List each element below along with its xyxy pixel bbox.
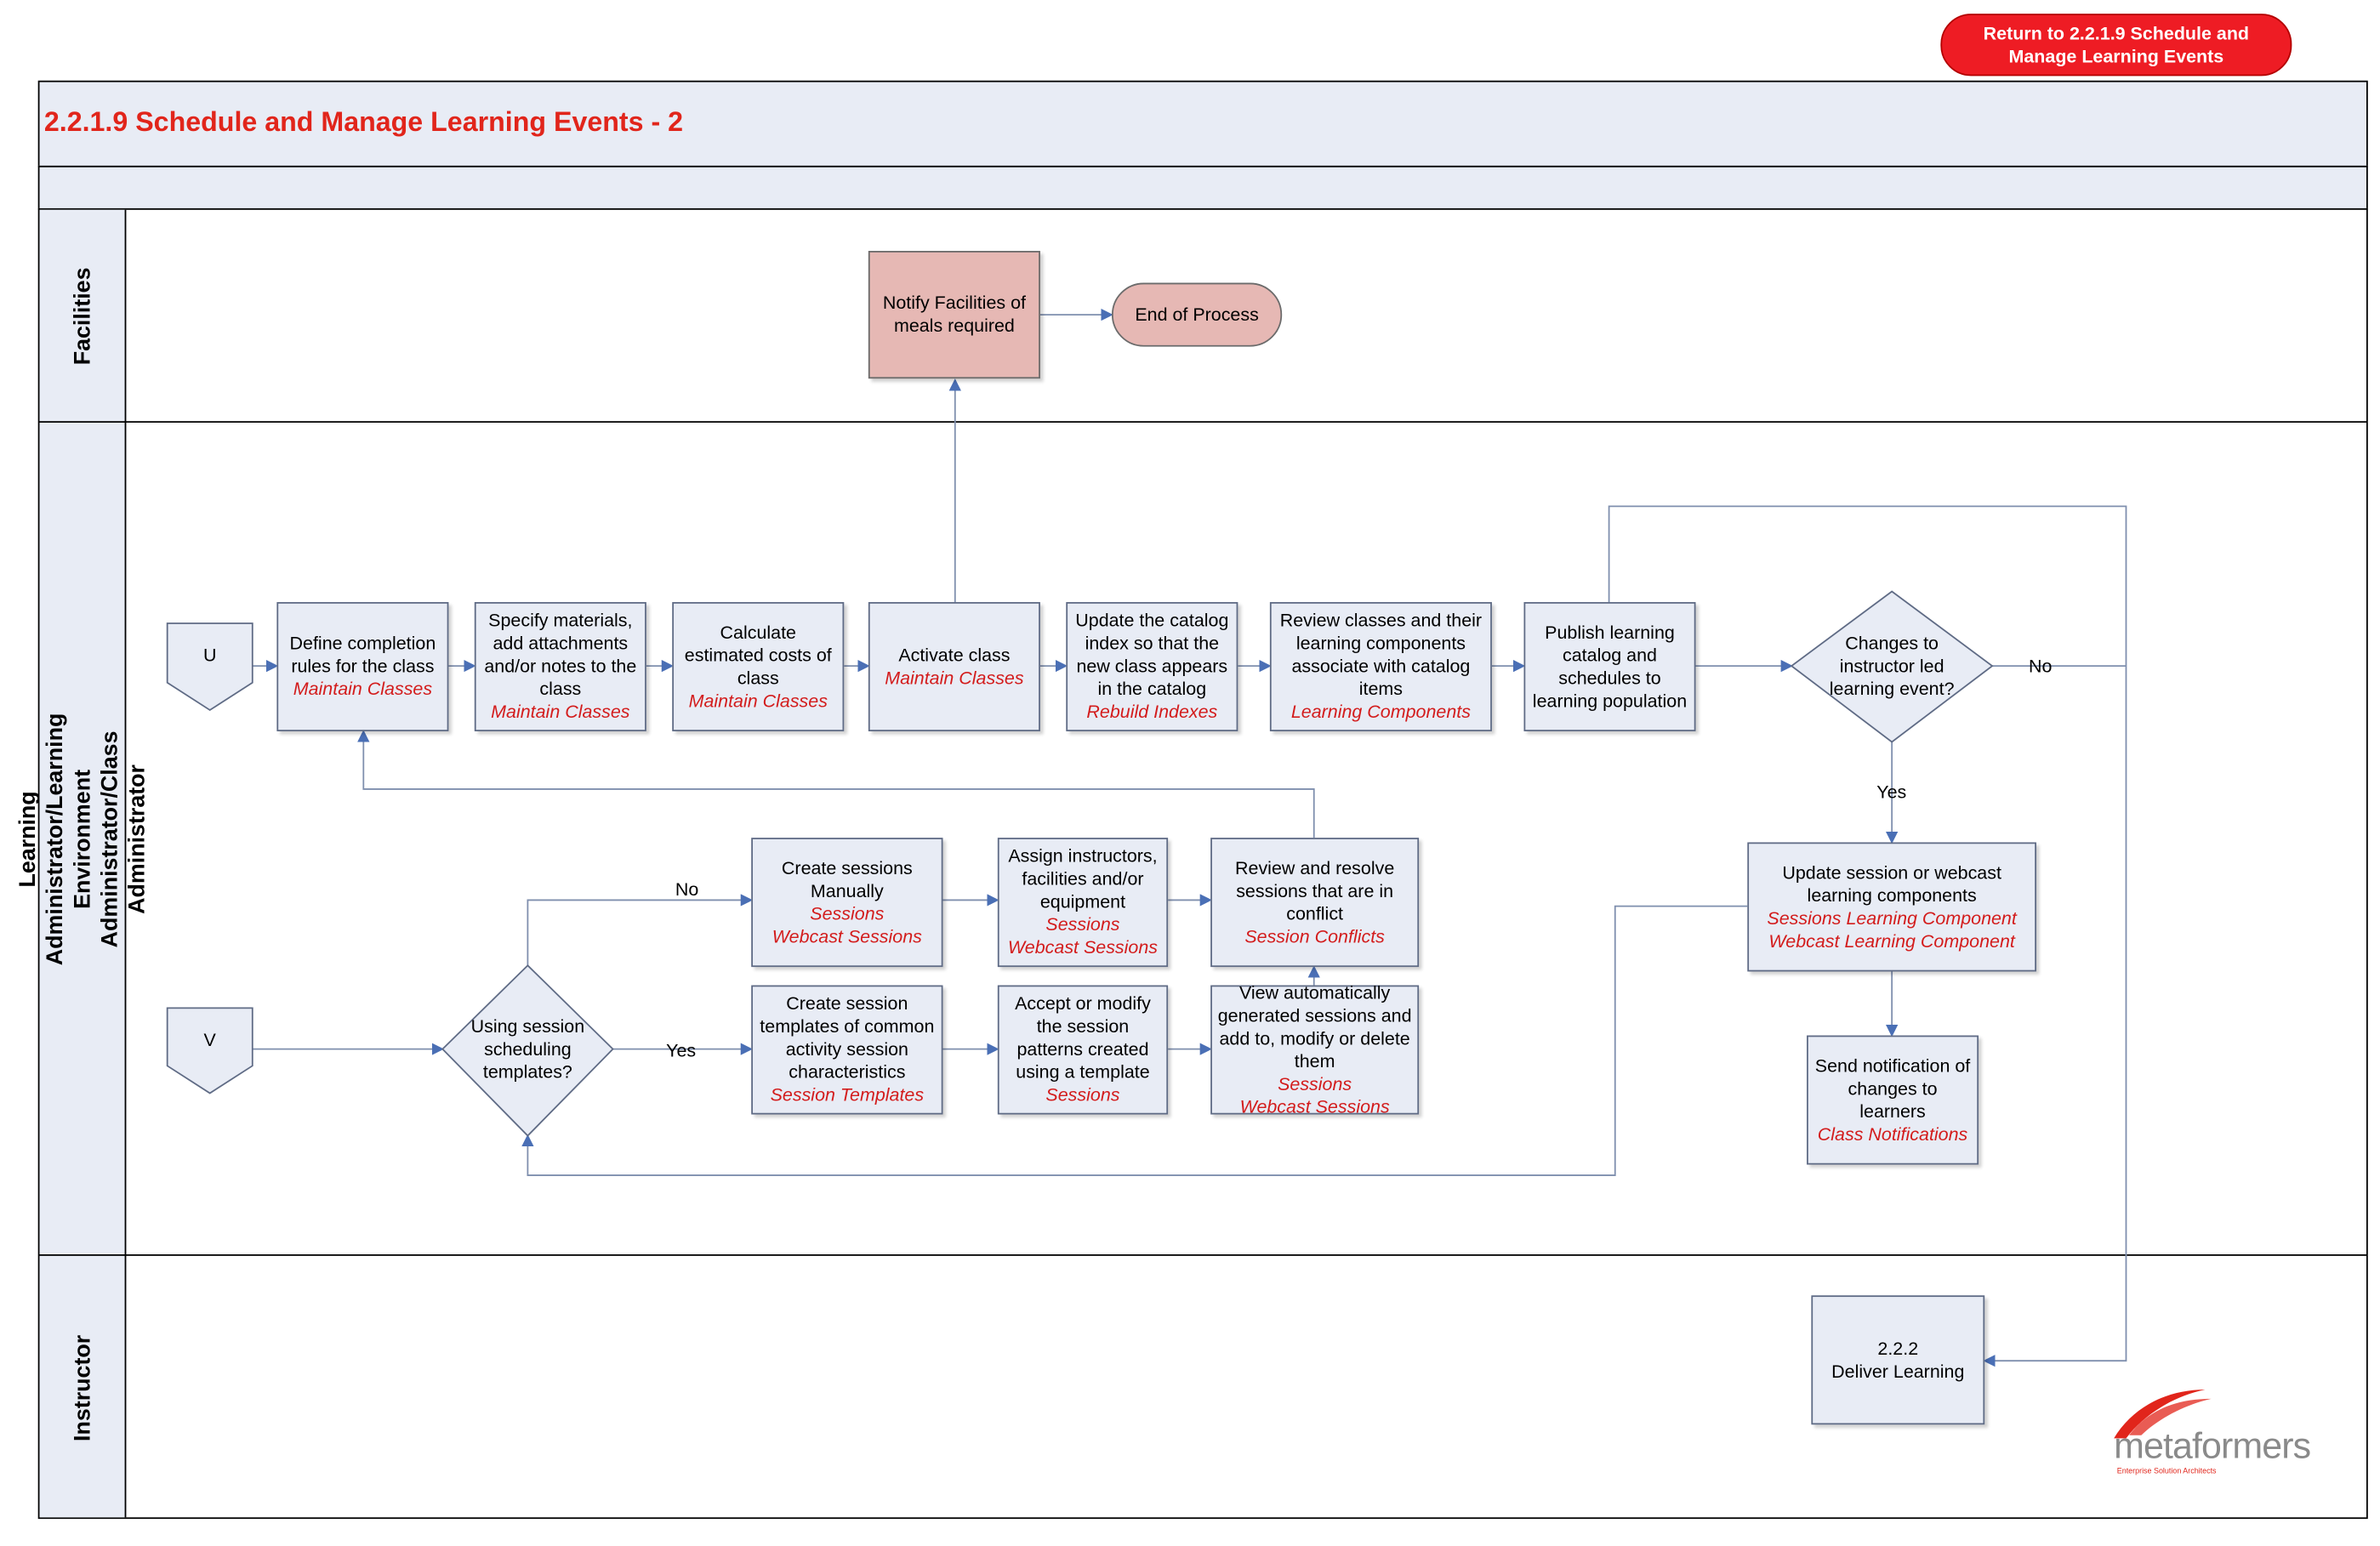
- create-manually-node[interactable]: Create sessions Manually Sessions Webcas…: [751, 838, 943, 968]
- node-text: Notify Facilities of meals required: [882, 292, 1026, 337]
- sessions-link[interactable]: Sessions: [1045, 1083, 1120, 1106]
- decision-text: Changes to instructor led learning event…: [1829, 631, 1955, 699]
- maintain-classes-link[interactable]: Maintain Classes: [491, 701, 630, 723]
- return-button[interactable]: Return to 2.2.1.9 Schedule and Manage Le…: [1940, 14, 2292, 77]
- lane-divider: [39, 421, 2366, 423]
- node-text: Assign instructors, facilities and/or eq…: [1008, 845, 1158, 912]
- node-text: Specify materials, add attachments and/o…: [484, 609, 637, 700]
- webcast-sessions-link[interactable]: Webcast Sessions: [1239, 1095, 1390, 1117]
- lane-divider: [39, 1254, 2366, 1256]
- maintain-classes-link[interactable]: Maintain Classes: [293, 678, 433, 700]
- node-text: Deliver Learning: [1831, 1360, 1965, 1382]
- calculate-costs-node[interactable]: Calculate estimated costs of class Maint…: [672, 602, 845, 731]
- specify-materials-node[interactable]: Specify materials, add attachments and/o…: [474, 602, 646, 731]
- assign-instructors-node[interactable]: Assign instructors, facilities and/or eq…: [997, 838, 1169, 968]
- node-text: Create session templates of common activ…: [760, 992, 935, 1083]
- connector-u-shape: [166, 622, 253, 712]
- node-text: Update session or webcast learning compo…: [1782, 861, 2001, 906]
- using-templates-decision[interactable]: Using session scheduling templates?: [465, 1002, 590, 1096]
- class-notifications-link[interactable]: Class Notifications: [1817, 1123, 1968, 1145]
- node-text: Publish learning catalog and schedules t…: [1532, 621, 1688, 711]
- edge-label-yes: Yes: [1876, 781, 1907, 804]
- view-generated-node[interactable]: View automatically generated sessions an…: [1210, 981, 1420, 1117]
- node-text: View automatically generated sessions an…: [1217, 981, 1412, 1071]
- connector-v[interactable]: V: [203, 1029, 216, 1051]
- page-title: 2.2.1.9 Schedule and Manage Learning Eve…: [43, 106, 684, 137]
- node-text: Update the catalog index so that the new…: [1075, 609, 1229, 700]
- publish-catalog-node[interactable]: Publish learning catalog and schedules t…: [1523, 602, 1696, 731]
- changes-decision[interactable]: Changes to instructor led learning event…: [1819, 623, 1965, 708]
- node-text: Activate class: [898, 644, 1011, 666]
- rebuild-indexes-link[interactable]: Rebuild Indexes: [1086, 701, 1218, 723]
- metaformers-logo: metaformers: [2114, 1426, 2311, 1468]
- node-number: 2.2.2: [1877, 1337, 1919, 1359]
- lane-label-column: [39, 209, 127, 1518]
- webcast-sessions-link[interactable]: Webcast Sessions: [772, 924, 922, 946]
- node-text: Define completion rules for the class: [289, 632, 436, 677]
- maintain-classes-link[interactable]: Maintain Classes: [688, 689, 828, 711]
- session-templates-link[interactable]: Session Templates: [770, 1083, 925, 1106]
- sessions-link[interactable]: Sessions: [810, 902, 885, 924]
- review-conflicts-node[interactable]: Review and resolve sessions that are in …: [1210, 838, 1420, 968]
- edge-label-no: No: [675, 878, 699, 901]
- learning-components-link[interactable]: Learning Components: [1290, 701, 1471, 723]
- deliver-learning-node[interactable]: 2.2.2 Deliver Learning: [1811, 1295, 1985, 1425]
- sessions-learning-component-link[interactable]: Sessions Learning Component: [1767, 907, 2017, 929]
- sessions-link[interactable]: Sessions: [1045, 913, 1120, 935]
- node-text: Calculate estimated costs of class: [684, 621, 832, 689]
- notify-facilities-node[interactable]: Notify Facilities of meals required: [868, 251, 1040, 379]
- title-bar: [37, 80, 2368, 168]
- update-catalog-node[interactable]: Update the catalog index so that the new…: [1066, 602, 1238, 731]
- decision-templates-shape: [441, 964, 614, 1137]
- webcast-learning-component-link[interactable]: Webcast Learning Component: [1768, 929, 2015, 952]
- update-session-node[interactable]: Update session or webcast learning compo…: [1747, 842, 2036, 972]
- accept-modify-node[interactable]: Accept or modify the session patterns cr…: [997, 985, 1169, 1115]
- end-of-process-terminal[interactable]: End of Process: [1111, 282, 1283, 347]
- sessions-link[interactable]: Sessions: [1278, 1072, 1352, 1094]
- node-text: Accept or modify the session patterns cr…: [1015, 992, 1151, 1083]
- review-classes-node[interactable]: Review classes and their learning compon…: [1269, 602, 1492, 731]
- maintain-classes-link[interactable]: Maintain Classes: [885, 666, 1024, 689]
- define-completion-node[interactable]: Define completion rules for the class Ma…: [276, 602, 449, 731]
- node-text: Create sessions Manually: [781, 856, 913, 901]
- decision-text: Using session scheduling templates?: [470, 1015, 585, 1083]
- create-templates-node[interactable]: Create session templates of common activ…: [751, 985, 943, 1115]
- node-text: Send notification of changes to learners: [1814, 1054, 1971, 1122]
- activate-class-node[interactable]: Activate class Maintain Classes: [868, 602, 1040, 731]
- webcast-sessions-link[interactable]: Webcast Sessions: [1007, 936, 1159, 958]
- decision-changes-shape: [1790, 590, 1994, 743]
- logo-tagline: Enterprise Solution Architects: [2116, 1467, 2217, 1477]
- connector-v-shape: [166, 1007, 253, 1094]
- node-text: Review and resolve sessions that are in …: [1235, 856, 1395, 924]
- connector-u[interactable]: U: [202, 645, 217, 667]
- send-notification-node[interactable]: Send notification of changes to learners…: [1807, 1035, 1979, 1165]
- edge-label-yes: Yes: [666, 1039, 697, 1061]
- metaformers-swoosh-icon: [2114, 1390, 2212, 1439]
- session-conflicts-link[interactable]: Session Conflicts: [1244, 924, 1385, 946]
- node-text: Review classes and their learning compon…: [1279, 609, 1483, 700]
- node-text: End of Process: [1135, 304, 1259, 326]
- edge-label-no: No: [2029, 655, 2053, 677]
